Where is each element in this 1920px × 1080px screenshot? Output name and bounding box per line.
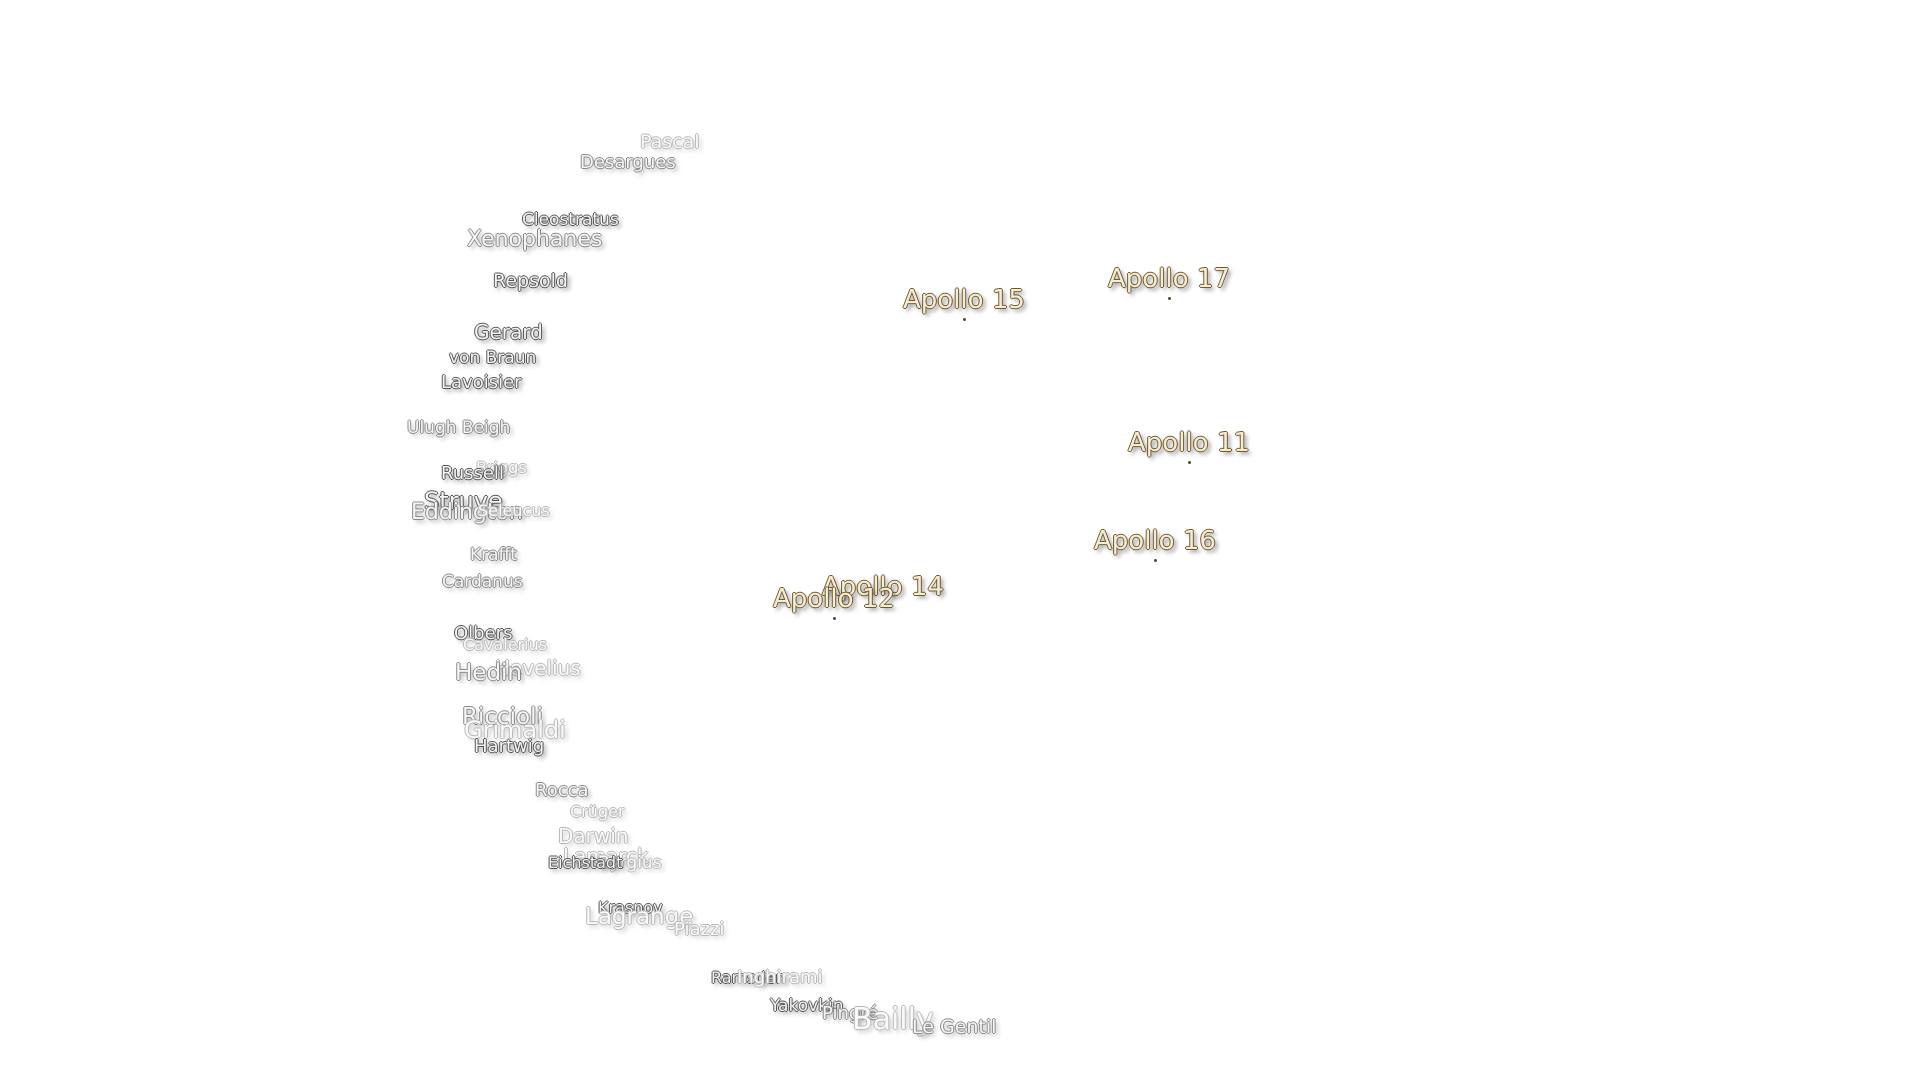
crater-label-ulugh-beigh[interactable]: Ulugh Beigh	[407, 418, 511, 438]
crater-label-cavalerius[interactable]: Cavalerius	[463, 635, 548, 654]
crater-label-seleucus[interactable]: Seleucus	[478, 501, 550, 520]
crater-label-pingre[interactable]: Pingré	[822, 1003, 879, 1024]
crater-label-bailly[interactable]: Bailly	[852, 1002, 934, 1037]
crater-label-von-braun[interactable]: von Braun	[449, 348, 537, 368]
crater-label-cleostratus[interactable]: Cleostratus	[522, 210, 619, 230]
crater-label-hevelius[interactable]: Hevelius	[495, 656, 581, 680]
crater-label-russell[interactable]: Russell	[441, 463, 504, 484]
crater-label-rocca[interactable]: Rocca	[535, 780, 589, 801]
crater-label-byrgius[interactable]: Byrgius	[598, 853, 662, 873]
crater-label-eichstadt[interactable]: Eichstadt	[548, 853, 623, 872]
landing-site-marker-icon	[1187, 461, 1191, 464]
crater-label-desargues[interactable]: Desargues	[580, 152, 676, 173]
crater-label-lagrange[interactable]: Lagrange	[585, 904, 694, 930]
crater-label-hartwig[interactable]: Hartwig	[474, 736, 545, 757]
apollo-landing-label-11[interactable]: Apollo 11	[1128, 428, 1250, 464]
crater-label-gerard[interactable]: Gerard	[474, 320, 543, 344]
crater-label-yakovkin[interactable]: Yakovkin	[770, 996, 844, 1016]
apollo-landing-label-12[interactable]: Apollo 12	[773, 584, 895, 620]
landing-site-marker-icon	[1167, 297, 1171, 300]
crater-label-grimaldi[interactable]: Grimaldi	[464, 716, 566, 744]
apollo-landing-label-17[interactable]: Apollo 17	[1108, 264, 1230, 300]
crater-label-briggs[interactable]: Briggs	[476, 458, 527, 477]
apollo-label-text: Apollo 14	[822, 572, 944, 602]
crater-label-riccioli[interactable]: Riccioli	[462, 704, 543, 730]
apollo-label-text: Apollo 12	[773, 584, 895, 614]
crater-label-olbers[interactable]: Olbers	[454, 623, 513, 644]
crater-label-cruger[interactable]: Crüger	[570, 802, 625, 821]
crater-label-krasnov[interactable]: Krasnov	[598, 898, 663, 917]
apollo-label-text: Apollo 15	[903, 285, 1025, 315]
apollo-label-text: Apollo 16	[1094, 526, 1216, 556]
crater-label-krafft[interactable]: Krafft	[470, 545, 517, 565]
crater-label-xenophanes[interactable]: Xenophanes	[467, 227, 603, 252]
landing-site-marker-icon	[962, 318, 966, 321]
landing-site-marker-icon	[1153, 559, 1157, 562]
landing-site-marker-icon	[881, 605, 885, 608]
crater-label-struve[interactable]: Struve	[424, 487, 503, 515]
crater-label-cardanus[interactable]: Cardanus	[442, 572, 523, 592]
crater-label-pascal[interactable]: Pascal	[640, 131, 700, 153]
apollo-label-text: Apollo 17	[1108, 264, 1230, 294]
crater-label-hedin[interactable]: Hedin	[455, 660, 523, 686]
apollo-landing-label-15[interactable]: Apollo 15	[903, 285, 1025, 321]
apollo-landing-label-16[interactable]: Apollo 16	[1094, 526, 1216, 562]
crater-label-darwin[interactable]: Darwin	[558, 824, 629, 848]
crater-label-lamarck[interactable]: Lamarck	[563, 844, 649, 868]
crater-label-ramsden[interactable]: Ramsden	[711, 968, 786, 987]
crater-label-lavoisier[interactable]: Lavoisier	[441, 372, 522, 393]
crater-label-eddington[interactable]: Eddington	[411, 500, 523, 525]
crater-label-repsold[interactable]: Repsold	[493, 270, 568, 292]
apollo-landing-label-14[interactable]: Apollo 14	[822, 572, 944, 608]
crater-label-le-gentil[interactable]: Le Gentil	[912, 1016, 997, 1038]
apollo-label-text: Apollo 11	[1128, 428, 1250, 458]
crater-label-piazzi[interactable]: Piazzi	[674, 919, 725, 940]
landing-site-marker-icon	[832, 617, 836, 620]
crater-label-inghirami[interactable]: Inghirami	[737, 967, 823, 988]
